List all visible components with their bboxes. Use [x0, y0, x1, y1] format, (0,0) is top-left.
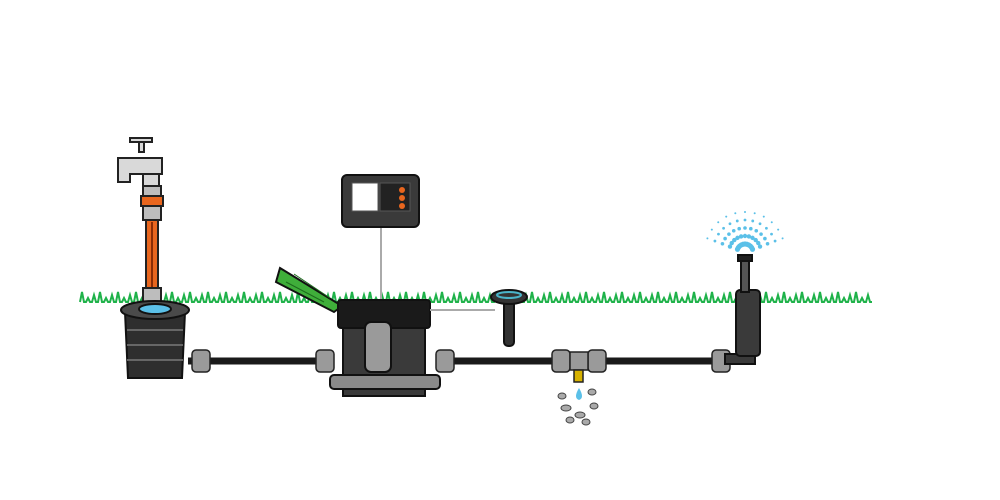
spray-droplet: [757, 244, 763, 249]
spray-droplet: [735, 219, 739, 223]
water-well-box: [120, 300, 190, 379]
irrigation-controller: [341, 174, 420, 300]
spray-droplet: [781, 237, 784, 240]
spray-droplet: [743, 218, 747, 222]
spray-droplet: [737, 226, 741, 231]
spray-droplet: [756, 240, 761, 246]
spray-droplet: [765, 226, 768, 230]
spray-droplet: [751, 219, 755, 223]
spray-droplet: [734, 212, 737, 215]
spray-droplet: [773, 239, 777, 243]
spray-droplet: [749, 246, 756, 252]
spray-droplet: [727, 232, 731, 236]
spray-droplet: [777, 228, 780, 231]
spray-droplet: [717, 232, 720, 236]
spray-droplet: [725, 215, 728, 218]
valve-box: [274, 266, 441, 397]
spray-droplet: [728, 222, 732, 226]
spray-droplet: [717, 221, 720, 224]
spray-droplet: [738, 234, 744, 239]
water-tap-icon: [117, 137, 163, 187]
spray-droplet: [735, 235, 740, 241]
spray-droplet: [750, 235, 755, 241]
spray-droplet: [742, 233, 748, 239]
moisture-sensor: [490, 289, 528, 347]
spray-droplet: [759, 232, 763, 236]
water-spray: [706, 211, 784, 252]
pipe-fittings: [191, 349, 731, 373]
spray-droplet: [729, 240, 734, 246]
spray-droplet: [770, 221, 773, 224]
spray-droplet: [713, 239, 717, 243]
spray-droplet: [758, 222, 762, 226]
spray-droplet: [762, 215, 765, 218]
spray-droplet: [763, 236, 767, 241]
garden-hose: [140, 185, 164, 307]
spray-droplet: [746, 234, 752, 239]
spray-droplet: [770, 232, 773, 236]
spray-droplet: [722, 226, 725, 230]
spray-droplet: [749, 226, 753, 231]
spray-droplet: [754, 229, 759, 233]
water-drop-icon: [576, 388, 582, 400]
spray-droplet: [727, 244, 733, 249]
spray-droplet: [753, 237, 758, 243]
pop-up-sprinkler: [724, 254, 761, 365]
spray-droplet: [706, 237, 709, 240]
spray-droplet: [723, 236, 727, 241]
dripper: [557, 351, 599, 426]
spray-droplet: [744, 211, 746, 213]
spray-droplet: [731, 229, 736, 233]
spray-droplet: [732, 237, 737, 243]
spray-droplet: [710, 228, 713, 231]
spray-droplet: [765, 241, 770, 246]
spray-droplet: [753, 212, 756, 215]
spray-droplet: [743, 226, 747, 230]
spray-droplet: [720, 241, 725, 246]
